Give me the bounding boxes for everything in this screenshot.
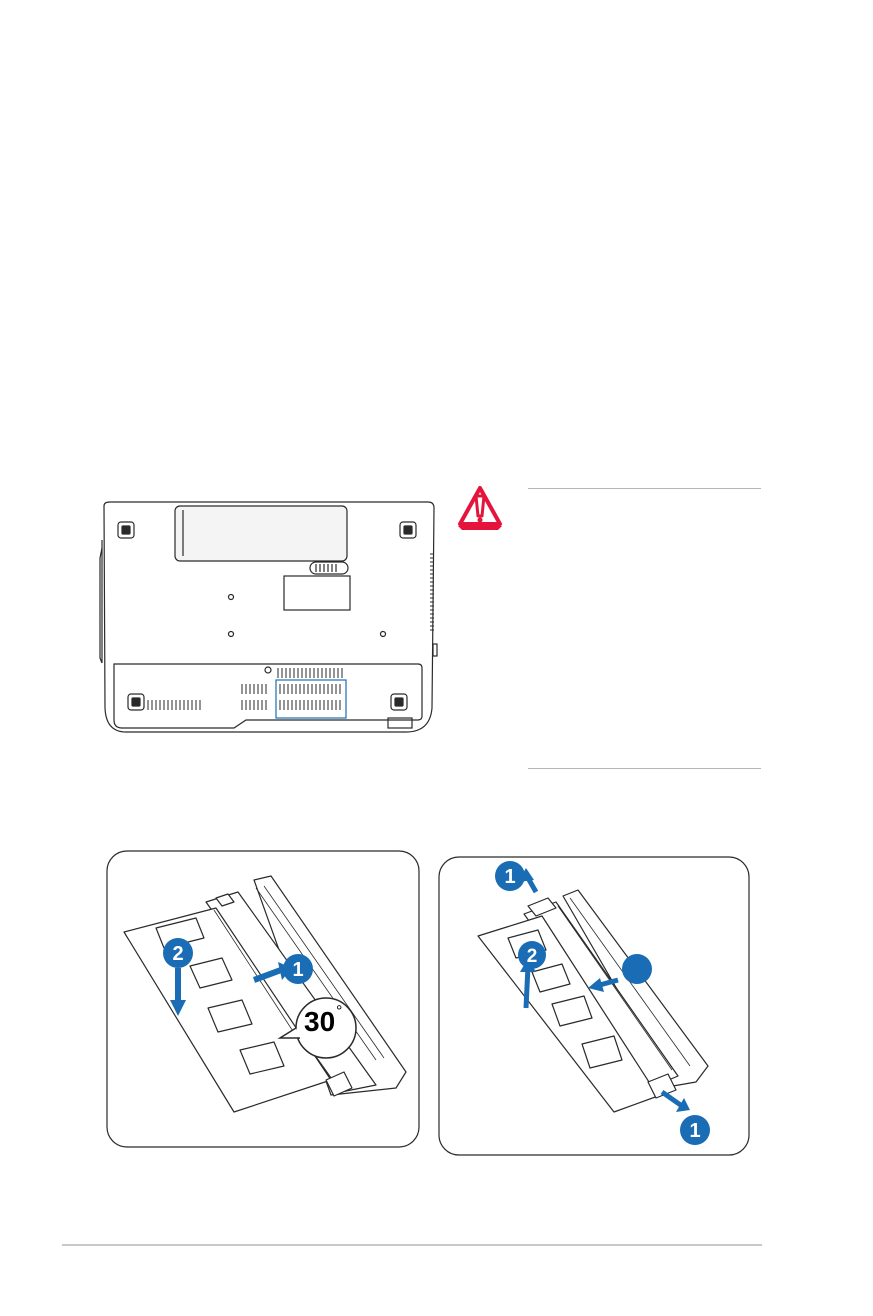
svg-text:2: 2 [527, 946, 538, 967]
remove-step-1-top-badge: 1 [494, 860, 526, 892]
footer-rule [62, 1244, 762, 1246]
remove-step-1-bottom-badge: 1 [679, 1114, 711, 1146]
memory-remove-illustration [438, 856, 750, 1156]
warning-bottom-rule [528, 768, 761, 769]
svg-text:1: 1 [292, 959, 303, 981]
remove-step-2-badge: 2 [517, 940, 547, 970]
install-step-1-badge: 1 [282, 953, 314, 985]
install-step-2-badge: 2 [162, 937, 194, 969]
warning-top-rule [528, 488, 761, 489]
angle-value: 30 [304, 1006, 336, 1037]
svg-text:2: 2 [172, 943, 183, 965]
install-angle-label: 30 ° [300, 1003, 350, 1040]
degree-symbol: ° [336, 1003, 343, 1020]
warning-triangle-icon [454, 484, 506, 532]
svg-text:1: 1 [689, 1120, 700, 1142]
memory-install-illustration [106, 850, 420, 1148]
svg-text:1: 1 [504, 866, 515, 888]
laptop-bottom-illustration [96, 498, 441, 738]
